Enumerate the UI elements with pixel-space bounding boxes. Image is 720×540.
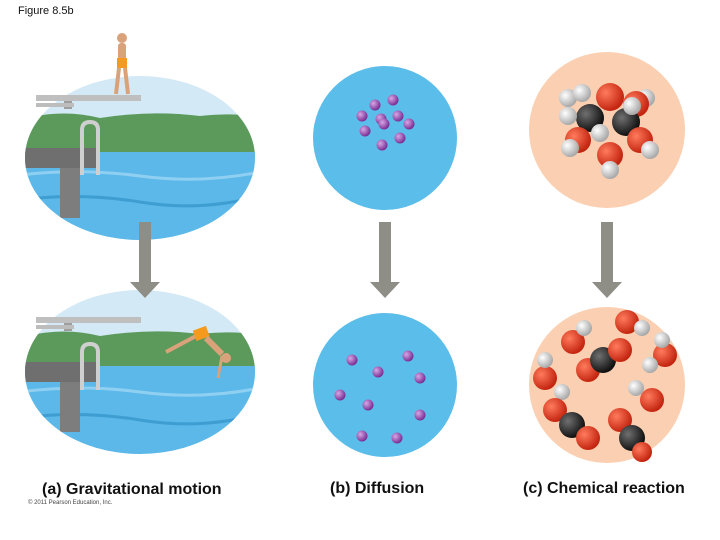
molecule-icon (387, 94, 399, 106)
reactant-cluster (559, 83, 659, 179)
oxygen-atom-icon (596, 83, 624, 111)
hydrogen-atom-icon (634, 320, 650, 336)
molecules-clustered (356, 94, 415, 151)
oxygen-atom-icon (608, 338, 632, 362)
hydrogen-atom-icon (591, 124, 609, 142)
ladder-icon (80, 119, 100, 175)
oxygen-atom-icon (533, 366, 557, 390)
caption-diffusion: (b) Diffusion (330, 480, 425, 497)
diffusion-after-circle (313, 313, 457, 457)
hydrogen-atom-icon (559, 89, 577, 107)
hydrogen-atom-icon (554, 384, 570, 400)
oxygen-atom-icon (576, 426, 600, 450)
gravitational-bottom-scene (25, 290, 255, 454)
hydrogen-atom-icon (559, 107, 577, 125)
diving-board (36, 317, 141, 331)
hydrogen-atom-icon (537, 352, 553, 368)
caption-gravitational-motion: (a) Gravitational motion (42, 481, 222, 498)
molecule-icon (334, 389, 346, 401)
oxygen-atom-icon (597, 142, 623, 168)
hydrogen-atom-icon (628, 380, 644, 396)
molecule-icon (346, 354, 358, 366)
oxygen-atom-icon (543, 398, 567, 422)
oxygen-atom-icon (561, 330, 585, 354)
molecule-icon (362, 399, 374, 411)
molecule-icon (402, 350, 414, 362)
hydrogen-atom-icon (561, 139, 579, 157)
oxygen-atom-icon (608, 408, 632, 432)
diver-diving-figure (165, 325, 231, 379)
molecule-icon (414, 409, 426, 421)
molecule-icon (394, 132, 406, 144)
oxygen-atom-icon (615, 310, 639, 334)
molecule-icon (392, 110, 404, 122)
down-arrow-icon (370, 222, 400, 298)
dock (25, 148, 98, 168)
hydrogen-atom-icon (576, 320, 592, 336)
molecule-icon (391, 432, 403, 444)
hydrogen-atom-icon (641, 141, 659, 159)
molecule-icon (414, 372, 426, 384)
molecule-icon (403, 118, 415, 130)
copyright-notice: © 2011 Pearson Education, Inc. (28, 500, 113, 506)
molecule-icon (376, 139, 388, 151)
hydrogen-atom-icon (573, 84, 591, 102)
figure-label: Figure 8.5b (18, 5, 74, 17)
diver-standing-figure (114, 33, 130, 95)
gravitational-top-scene (25, 76, 255, 240)
oxygen-atom-icon (653, 343, 677, 367)
oxygen-atom-icon (632, 442, 652, 462)
down-arrow-icon (592, 222, 622, 298)
hydrogen-atom-icon (623, 97, 641, 115)
hydrogen-atom-icon (642, 357, 658, 373)
down-arrow-icon (130, 222, 160, 298)
molecule-icon (356, 430, 368, 442)
molecule-icon (378, 118, 390, 130)
oxygen-atom-icon (640, 388, 664, 412)
diving-board (36, 95, 141, 109)
molecule-icon (359, 125, 371, 137)
hydrogen-atom-icon (654, 332, 670, 348)
ladder-icon (80, 341, 100, 390)
carbon-atom-icon (612, 108, 640, 136)
molecule-icon (372, 366, 384, 378)
molecules-spread (334, 350, 426, 444)
molecule-icon (356, 110, 368, 122)
product-molecules (533, 310, 677, 462)
hydrogen-atom-icon (601, 161, 619, 179)
molecule-icon (369, 99, 381, 111)
diffusion-before-circle (313, 66, 457, 210)
caption-chemical-reaction: (c) Chemical reaction (523, 480, 685, 497)
